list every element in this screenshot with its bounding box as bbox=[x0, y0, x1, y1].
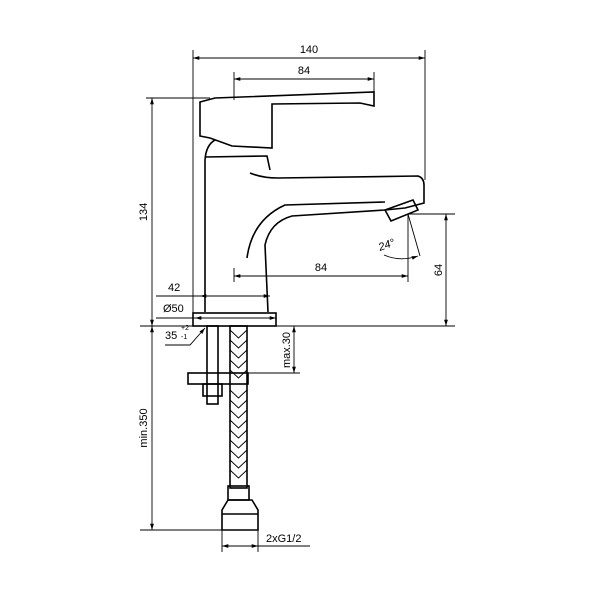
dimension-lines bbox=[150, 56, 448, 548]
dim-min-hose-length: min.350 bbox=[138, 408, 150, 447]
aerator bbox=[383, 199, 420, 223]
dim-hole-tol-minus: -1 bbox=[181, 334, 187, 341]
dim-spout-reach: 84 bbox=[315, 262, 327, 274]
dim-spout-height: 64 bbox=[433, 264, 445, 276]
dim-overall-width: 140 bbox=[300, 44, 318, 56]
dim-base-diameter: Ø50 bbox=[163, 303, 184, 315]
dim-handle-length: 84 bbox=[298, 65, 310, 77]
spout bbox=[249, 172, 425, 313]
nut bbox=[202, 383, 223, 397]
threaded-rod bbox=[206, 325, 219, 405]
faucet-outline bbox=[187, 91, 425, 531]
base-plate bbox=[192, 312, 277, 327]
extension-lines bbox=[140, 50, 455, 552]
connection-nut bbox=[221, 499, 259, 531]
dim-spout-angle: 24° bbox=[376, 237, 397, 255]
dim-max-deck-thickness: max.30 bbox=[281, 332, 293, 368]
dim-body-width: 42 bbox=[168, 282, 180, 294]
dim-hole-tol-plus: +2 bbox=[181, 325, 189, 332]
dim-hole-diameter: 35 bbox=[165, 330, 177, 342]
braided-hose bbox=[229, 325, 248, 489]
dim-connection: 2xG1/2 bbox=[266, 533, 301, 545]
faucet-body bbox=[204, 139, 216, 312]
lever-handle bbox=[199, 91, 375, 149]
dim-height: 134 bbox=[138, 203, 150, 221]
